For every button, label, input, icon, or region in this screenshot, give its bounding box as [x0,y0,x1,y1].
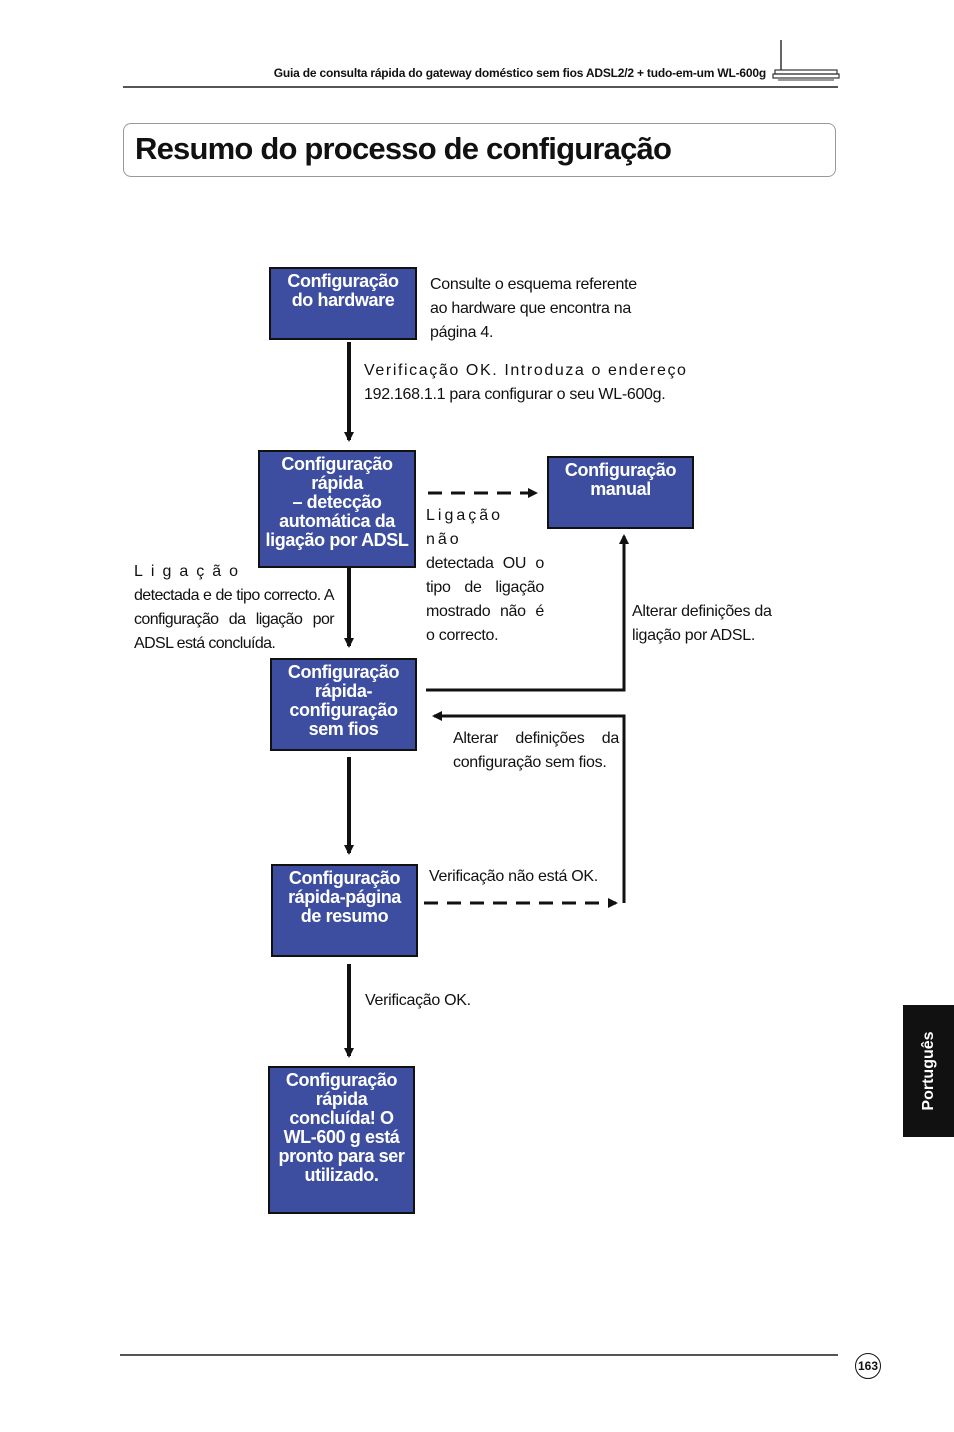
header-rule [123,86,838,88]
router-icon [772,40,840,81]
note-verify-ok: Verificação OK. [365,992,471,1009]
title-frame [123,123,836,177]
note-change-wireless: Alterar definições da configuração sem f… [453,730,619,771]
note-adsl-detected: Ligação detectada e de tipo correcto. A … [134,563,335,652]
footer-rule [120,1354,838,1356]
language-tab-label: Português [919,1031,937,1111]
running-header: Guia de consulta rápida do gateway domés… [273,66,766,80]
note-hardware-reference: Consulte o esquema referente ao hardware… [430,276,637,341]
arrow-wireless-to-manual [426,534,629,692]
page-number: 163 [855,1353,881,1379]
note-verify-ok-address: Verificação OK. Introduza o endereço 192… [364,362,688,403]
language-tab: Português [903,1005,954,1137]
arrow-back-to-wireless [432,711,626,903]
note-verify-not-ok: Verificação não está OK. [429,868,598,885]
note-change-adsl: Alterar definições da ligação por ADSL. [632,603,772,644]
note-adsl-not-detected: Ligação não detectada OU o tipo de ligaç… [426,507,544,644]
page-title: Resumo do processo de configuração [135,131,672,166]
